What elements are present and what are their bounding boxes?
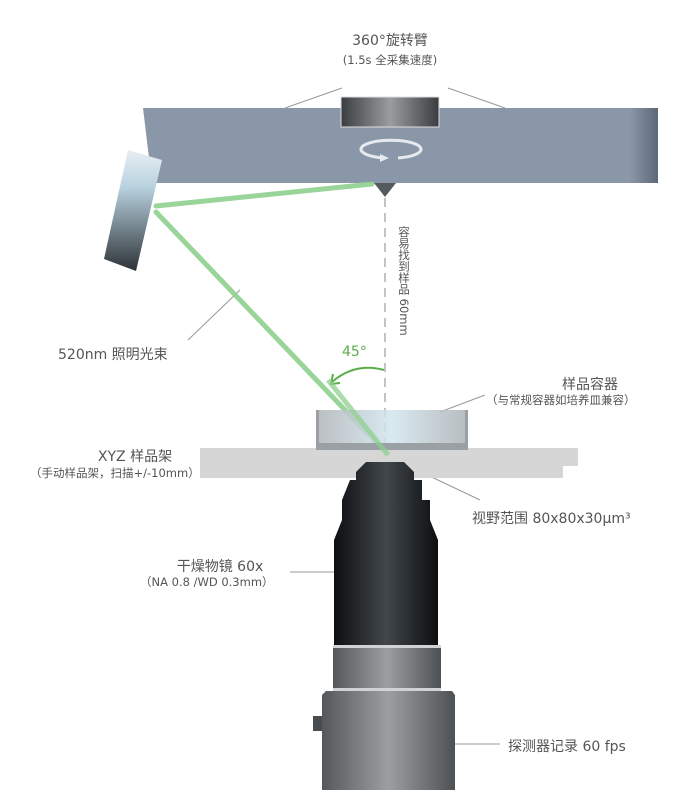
stage-title: XYZ 样品架 bbox=[97, 449, 173, 465]
detector-label: 探测器记录 60 fps bbox=[508, 739, 626, 755]
rotating-arm bbox=[143, 96, 658, 197]
mirror bbox=[104, 150, 162, 271]
stage-subtitle: （手动样品架，扫描+/-10mm） bbox=[30, 466, 200, 480]
rotate-icon bbox=[359, 138, 423, 162]
cone-tip bbox=[374, 183, 396, 197]
detector-camera bbox=[313, 691, 455, 790]
objective-ring bbox=[333, 645, 441, 691]
arm-subtitle: (1.5s 全采集速度) bbox=[342, 53, 438, 67]
fov-label: 视野范围 80x80x30μm³ bbox=[472, 511, 631, 527]
arm-title: 360°旋转臂 bbox=[352, 33, 428, 49]
objective-lens bbox=[334, 462, 438, 645]
distance-label: 容易找到样品 60mm bbox=[397, 226, 411, 336]
angle-arc bbox=[329, 366, 385, 386]
sample-dish bbox=[316, 410, 468, 450]
container-subtitle: （与常规容器如培养皿兼容） bbox=[486, 393, 636, 407]
objective-subtitle: （NA 0.8 /WD 0.3mm） bbox=[140, 575, 274, 589]
beam-label: 520nm 照明光束 bbox=[58, 347, 168, 363]
angle-label: 45° bbox=[342, 344, 367, 360]
objective-title: 干燥物镜 60x bbox=[176, 559, 264, 575]
container-title: 样品容器 bbox=[562, 377, 618, 393]
